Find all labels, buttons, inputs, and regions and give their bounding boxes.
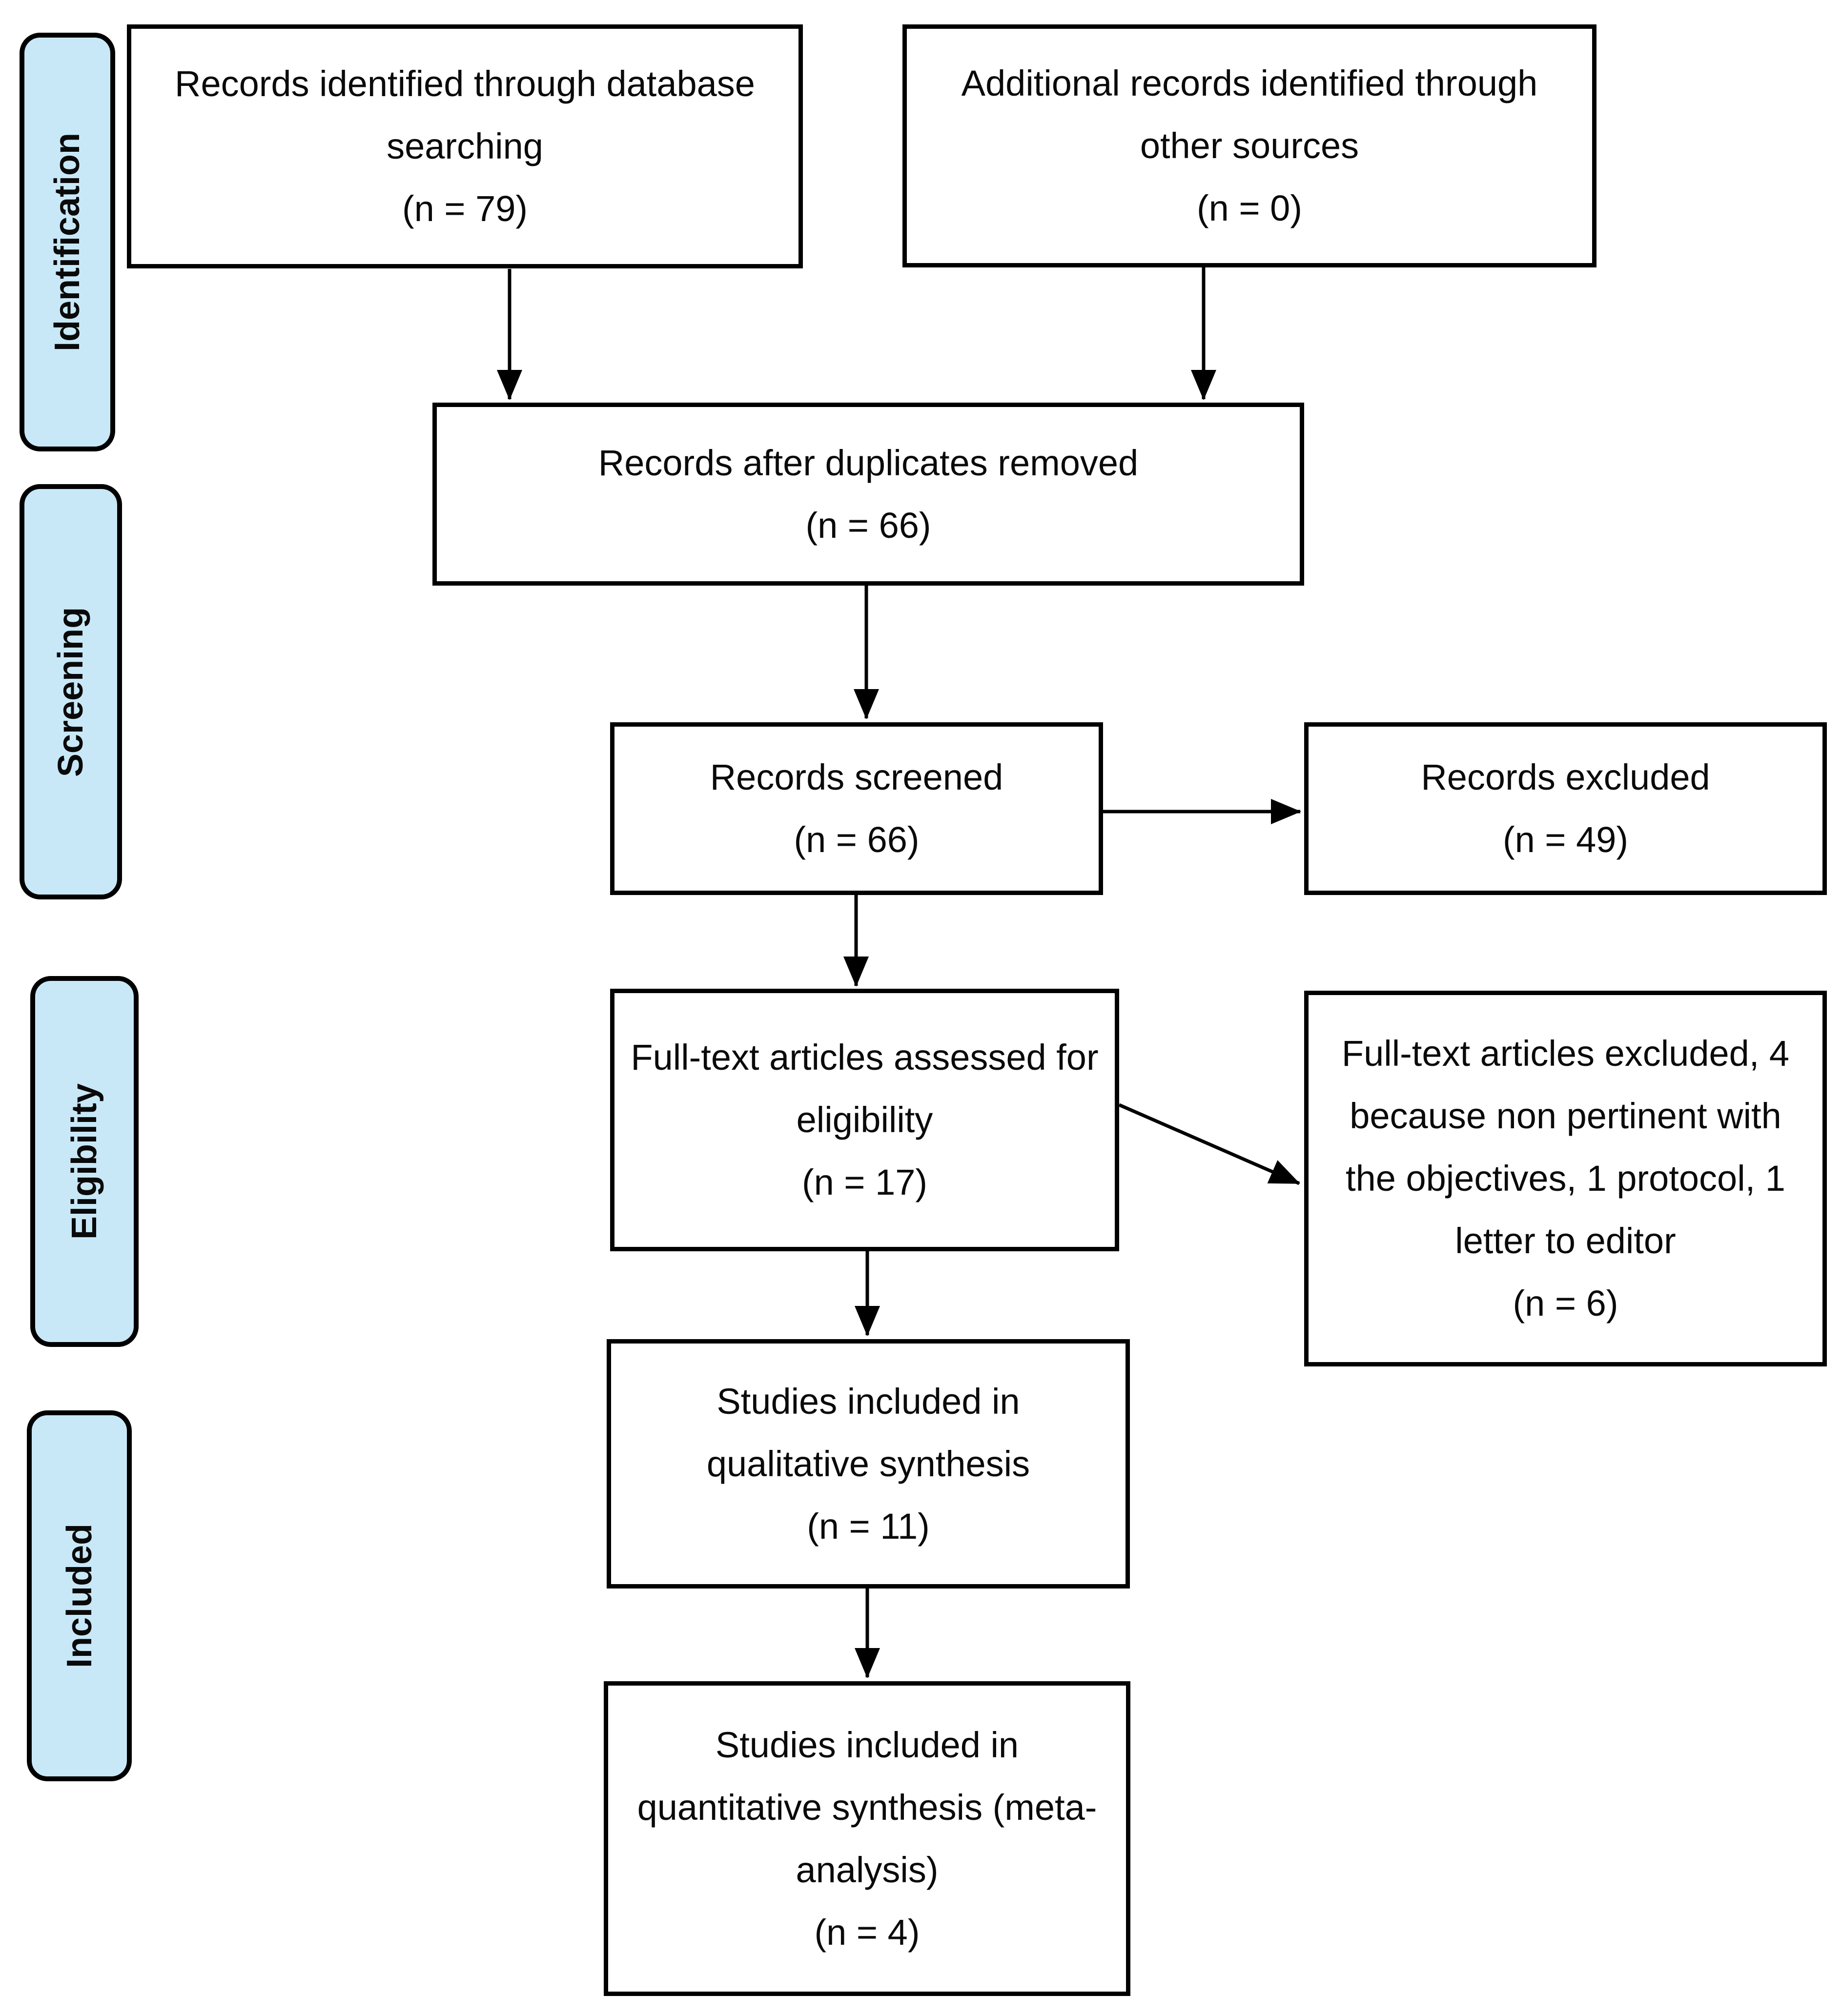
box-count: (n = 0) <box>1197 188 1302 228</box>
box-count: (n = 11) <box>807 1506 930 1547</box>
box-additional-records: Additional records identified through ot… <box>902 24 1596 267</box>
box-label: Studies included in quantitative synthes… <box>637 1724 1097 1890</box>
box-count: (n = 66) <box>794 819 920 860</box>
box-label: Additional records identified through ot… <box>961 63 1538 166</box>
stage-label: Identification <box>48 133 87 351</box>
box-label: Full-text articles excluded, 4 because n… <box>1341 1033 1790 1261</box>
box-quantitative-synthesis: Studies included in quantitative synthes… <box>604 1681 1130 1996</box>
stage-eligibility: Eligibility <box>30 976 139 1347</box>
stage-screening: Screening <box>20 484 122 899</box>
box-count: (n = 49) <box>1502 819 1629 860</box>
box-label: Studies included in qualitative synthesi… <box>706 1381 1030 1484</box>
box-duplicates-removed: Records after duplicates removed (n = 66… <box>432 403 1304 586</box>
box-qualitative-synthesis: Studies included in qualitative synthesi… <box>607 1339 1130 1588</box>
stage-included: Included <box>27 1410 132 1781</box>
box-count: (n = 66) <box>805 505 931 546</box>
box-label: Records after duplicates removed <box>598 442 1139 483</box>
stage-identification: Identification <box>20 33 115 451</box>
box-label: Records identified through database sear… <box>175 63 755 166</box>
box-label: Records excluded <box>1421 757 1710 797</box>
arrow-fulltext-to-excluded <box>1118 1103 1300 1185</box>
box-records-screened: Records screened (n = 66) <box>610 722 1103 895</box>
box-label: Records screened <box>710 757 1003 797</box>
box-count: (n = 17) <box>801 1162 928 1202</box>
box-label: Full-text articles assessed for eligibil… <box>631 1037 1099 1140</box>
stage-label: Included <box>60 1523 99 1669</box>
box-records-identified: Records identified through database sear… <box>127 24 803 268</box>
box-records-excluded: Records excluded (n = 49) <box>1304 722 1827 895</box>
box-fulltext-assessed: Full-text articles assessed for eligibil… <box>610 989 1119 1251</box>
box-fulltext-excluded: Full-text articles excluded, 4 because n… <box>1304 991 1827 1366</box>
box-count: (n = 6) <box>1513 1283 1618 1324</box>
stage-label: Eligibility <box>65 1083 104 1240</box>
box-count: (n = 4) <box>814 1912 920 1953</box>
stage-label: Screening <box>51 607 90 777</box>
box-count: (n = 79) <box>402 188 528 229</box>
